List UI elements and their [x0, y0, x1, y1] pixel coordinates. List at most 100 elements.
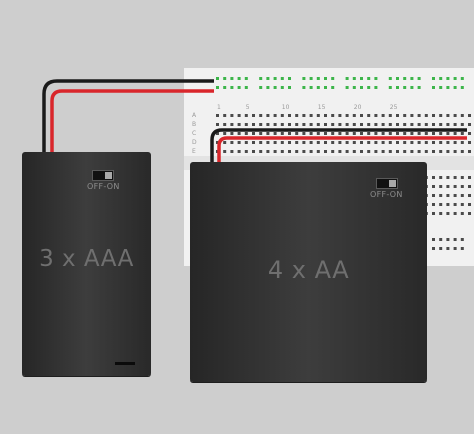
breadboard-hole[interactable]	[460, 212, 464, 215]
breadboard-hole[interactable]	[374, 114, 378, 117]
power-rail-hole[interactable]	[223, 86, 227, 89]
breadboard-hole[interactable]	[424, 132, 428, 135]
breadboard-hole[interactable]	[396, 132, 399, 135]
breadboard-hole[interactable]	[453, 114, 457, 117]
breadboard-hole[interactable]	[288, 114, 291, 117]
breadboard-hole[interactable]	[316, 141, 320, 144]
power-rail-hole[interactable]	[324, 86, 327, 89]
power-rail-hole[interactable]	[367, 77, 371, 80]
breadboard-hole[interactable]	[266, 150, 270, 153]
breadboard-hole[interactable]	[280, 123, 284, 126]
breadboard-hole[interactable]	[468, 203, 471, 206]
breadboard-hole[interactable]	[295, 123, 299, 126]
breadboard-hole[interactable]	[244, 150, 248, 153]
power-rail-hole[interactable]	[446, 86, 450, 89]
breadboard-hole[interactable]	[367, 114, 371, 117]
breadboard-hole[interactable]	[244, 114, 248, 117]
breadboard-hole[interactable]	[432, 114, 435, 117]
breadboard-hole[interactable]	[295, 114, 299, 117]
breadboard-hole[interactable]	[460, 132, 464, 135]
breadboard-hole[interactable]	[223, 150, 227, 153]
breadboard-hole[interactable]	[453, 176, 457, 179]
aa-red-wire[interactable]	[217, 136, 467, 163]
breadboard-hole[interactable]	[460, 194, 464, 197]
breadboard-hole[interactable]	[439, 132, 443, 135]
breadboard-hole[interactable]	[453, 203, 457, 206]
breadboard-hole[interactable]	[439, 203, 443, 206]
breadboard-hole[interactable]	[223, 123, 227, 126]
breadboard-hole[interactable]	[446, 114, 450, 117]
breadboard-hole[interactable]	[259, 123, 263, 126]
breadboard-hole[interactable]	[468, 132, 471, 135]
aaa-black-wire[interactable]	[42, 79, 214, 153]
breadboard-hole[interactable]	[388, 132, 392, 135]
breadboard-hole[interactable]	[417, 150, 421, 153]
breadboard-hole[interactable]	[345, 141, 349, 144]
breadboard-hole[interactable]	[453, 141, 457, 144]
breadboard-hole[interactable]	[432, 123, 435, 126]
power-rail-hole[interactable]	[403, 86, 407, 89]
breadboard-hole[interactable]	[396, 150, 399, 153]
breadboard-hole[interactable]	[446, 185, 450, 188]
power-rail-hole[interactable]	[417, 77, 421, 80]
breadboard-hole[interactable]	[396, 114, 399, 117]
breadboard-hole[interactable]	[410, 150, 414, 153]
power-rail-hole[interactable]	[216, 86, 219, 89]
power-rail-hole[interactable]	[460, 238, 464, 241]
breadboard-hole[interactable]	[446, 150, 450, 153]
power-rail-hole[interactable]	[244, 77, 248, 80]
power-rail-hole[interactable]	[432, 238, 435, 241]
breadboard-hole[interactable]	[417, 114, 421, 117]
power-rail-hole[interactable]	[273, 86, 277, 89]
breadboard-hole[interactable]	[424, 123, 428, 126]
breadboard-hole[interactable]	[295, 141, 299, 144]
breadboard-hole[interactable]	[403, 132, 407, 135]
breadboard-hole[interactable]	[309, 114, 313, 117]
breadboard-hole[interactable]	[309, 150, 313, 153]
breadboard-hole[interactable]	[388, 141, 392, 144]
aaa-red-wire[interactable]	[50, 89, 214, 153]
power-rail-hole[interactable]	[244, 86, 248, 89]
breadboard-hole[interactable]	[381, 123, 385, 126]
breadboard-hole[interactable]	[360, 132, 363, 135]
breadboard-hole[interactable]	[266, 114, 270, 117]
breadboard-hole[interactable]	[345, 114, 349, 117]
breadboard-hole[interactable]	[266, 141, 270, 144]
breadboard-hole[interactable]	[410, 132, 414, 135]
breadboard-hole[interactable]	[468, 150, 471, 153]
breadboard-hole[interactable]	[374, 141, 378, 144]
breadboard-hole[interactable]	[345, 132, 349, 135]
breadboard-hole[interactable]	[453, 194, 457, 197]
breadboard-hole[interactable]	[424, 150, 428, 153]
breadboard-hole[interactable]	[237, 141, 241, 144]
breadboard-hole[interactable]	[360, 150, 363, 153]
breadboard-hole[interactable]	[446, 132, 450, 135]
breadboard-hole[interactable]	[288, 132, 291, 135]
breadboard-hole[interactable]	[237, 132, 241, 135]
power-rail-hole[interactable]	[446, 77, 450, 80]
breadboard-hole[interactable]	[338, 132, 342, 135]
breadboard-hole[interactable]	[237, 150, 241, 153]
breadboard-hole[interactable]	[360, 123, 363, 126]
breadboard-hole[interactable]	[288, 150, 291, 153]
breadboard-hole[interactable]	[381, 141, 385, 144]
breadboard-hole[interactable]	[453, 132, 457, 135]
power-rail-hole[interactable]	[237, 77, 241, 80]
breadboard-hole[interactable]	[439, 141, 443, 144]
breadboard-hole[interactable]	[417, 141, 421, 144]
power-rail-hole[interactable]	[309, 86, 313, 89]
breadboard-hole[interactable]	[345, 123, 349, 126]
battery-pack-3xaaa[interactable]: OFF-ON 3 x AAA	[22, 152, 151, 376]
breadboard-hole[interactable]	[360, 141, 363, 144]
breadboard-hole[interactable]	[273, 141, 277, 144]
power-rail-hole[interactable]	[432, 86, 435, 89]
breadboard-hole[interactable]	[460, 114, 464, 117]
breadboard-hole[interactable]	[352, 132, 356, 135]
breadboard-hole[interactable]	[266, 132, 270, 135]
power-switch[interactable]	[92, 170, 114, 181]
power-rail-hole[interactable]	[324, 77, 327, 80]
breadboard-hole[interactable]	[439, 194, 443, 197]
breadboard-hole[interactable]	[230, 123, 234, 126]
power-rail-hole[interactable]	[460, 77, 464, 80]
power-rail-hole[interactable]	[309, 77, 313, 80]
